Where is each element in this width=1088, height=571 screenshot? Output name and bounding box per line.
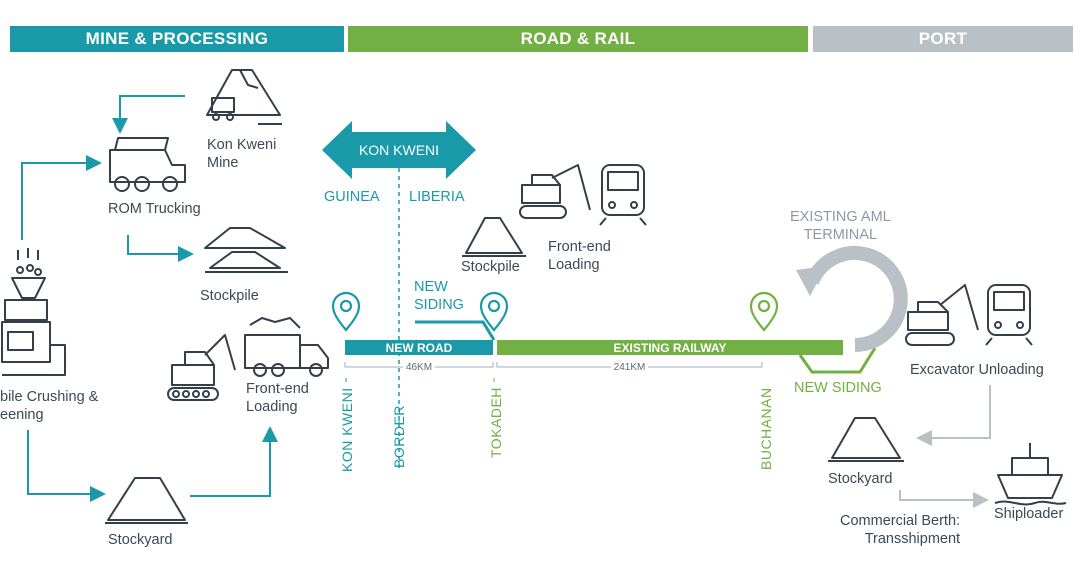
arrow-stockyard-to-loading	[190, 426, 278, 497]
arrow-stockyard-to-shiploader	[899, 490, 989, 508]
excavator-unloading-label: Excavator Unloading	[910, 362, 1044, 378]
dump-truck-icon	[244, 317, 329, 377]
aml-terminal-circular-arrow	[805, 246, 908, 352]
commercial-berth-label: Commercial Berth:Transshipment	[840, 513, 961, 547]
new-road-label: NEW ROAD	[385, 341, 453, 355]
kon-kweni-double-arrow	[322, 121, 476, 179]
new-siding-line	[415, 320, 496, 341]
arrow-excavator-to-stockyard	[916, 385, 991, 446]
stockpile-icon	[204, 227, 288, 273]
ship-icon	[994, 443, 1067, 506]
kon-kweni-arrow-label: KON KWENI	[358, 142, 440, 158]
excavator-rail-icon	[519, 164, 591, 219]
tokadeh-vertical-label: TOKADEH	[488, 387, 504, 458]
stockyard-mine-label: Stockyard	[108, 532, 173, 548]
new-siding-port-label: NEW SIDING	[794, 380, 882, 396]
rom-trucking-label: ROM Trucking	[108, 201, 201, 217]
stockyard-mine-icon	[105, 477, 188, 524]
arrow-crushing-to-stockyard	[27, 430, 106, 502]
crushing-machine-icon	[1, 248, 66, 376]
arrow-mine-to-trucking	[112, 95, 185, 134]
kon-kweni-vertical-label: KON KWENI	[339, 387, 355, 472]
new-road-bar	[345, 340, 493, 355]
existing-railway-bar	[497, 340, 843, 355]
port-new-siding-line	[798, 347, 877, 374]
existing-railway-label: EXISTING RAILWAY	[613, 341, 727, 355]
guinea-label: GUINEA	[324, 189, 380, 205]
shiploader-label: Shiploader	[994, 506, 1064, 522]
crushing-label: bile Crushing &eening	[0, 389, 99, 423]
header-road-rail: ROAD & RAIL	[348, 26, 808, 52]
arrow-crushing-to-trucking	[21, 155, 102, 240]
excavator-mine-icon	[167, 334, 236, 401]
arrow-trucking-to-stockpile	[127, 235, 194, 262]
stockyard-port-label: Stockyard	[828, 471, 893, 487]
distance-rail-label: 241KM	[497, 362, 762, 373]
stockpile-mine-label: Stockpile	[200, 288, 259, 304]
distance-road-label: 46KM	[345, 362, 493, 373]
header-mine-processing: MINE & PROCESSING	[10, 26, 344, 52]
header-port: PORT	[813, 26, 1073, 52]
stockpile-rail-icon	[462, 217, 526, 257]
buchanan-vertical-label: BUCHANAN	[758, 387, 774, 470]
pin-kon-kweni-icon	[331, 291, 361, 332]
stockyard-port-icon	[828, 417, 904, 462]
liberia-label: LIBERIA	[409, 189, 465, 205]
pin-tokadeh-icon	[479, 291, 509, 332]
border-vertical-label: BORDER	[391, 405, 407, 468]
train-rail-icon	[599, 164, 647, 226]
pin-buchanan-icon	[749, 291, 779, 332]
excavator-port-icon	[905, 284, 979, 346]
train-port-icon	[985, 284, 1033, 346]
mine-icon	[206, 69, 282, 125]
stockpile-rail-label: Stockpile	[461, 259, 520, 275]
rom-truck-icon	[109, 137, 186, 192]
